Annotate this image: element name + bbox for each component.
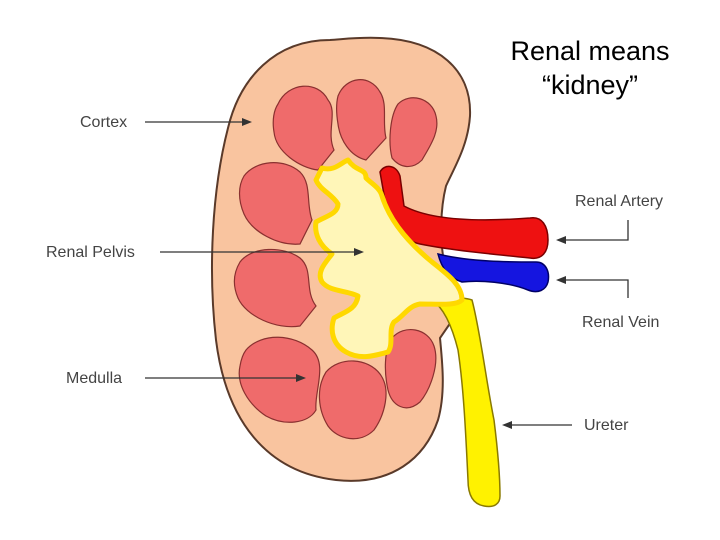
ureter-pointer-arrowhead <box>502 421 512 429</box>
label-medulla: Medulla <box>66 370 123 387</box>
label-renal-pelvis: Renal Pelvis <box>46 244 135 261</box>
pelvis-pointer-arrowhead <box>354 248 364 256</box>
label-cortex: Cortex <box>80 114 128 131</box>
vein-pointer-arrowhead <box>556 276 566 284</box>
renal-artery-vessel <box>379 165 549 260</box>
cortex-pointer-arrowhead <box>242 118 252 126</box>
title-line-1: Renal means <box>510 36 670 66</box>
pointer-lines <box>145 118 629 429</box>
label-ureter: Ureter <box>584 417 629 434</box>
renal-vein-vessel <box>436 252 550 293</box>
renal-pelvis-area <box>313 157 465 360</box>
label-renal-artery: Renal Artery <box>575 193 664 210</box>
label-renal-vein: Renal Vein <box>582 314 660 331</box>
medulla-lobes <box>233 79 438 440</box>
vein-pointer-line <box>566 279 629 298</box>
title-line-2: “kidney” <box>541 70 639 100</box>
artery-pointer-line <box>566 220 629 241</box>
artery-pointer-arrowhead <box>556 236 566 244</box>
ureter-tube <box>431 288 501 508</box>
slide-title: Renal means “kidney” <box>470 34 710 102</box>
medulla-pointer-arrowhead <box>296 374 306 382</box>
